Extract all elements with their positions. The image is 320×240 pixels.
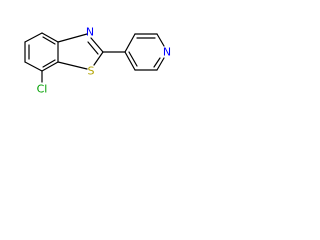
bond-py-c4-c3 xyxy=(124,33,136,53)
double-bond-py-n-c6 xyxy=(153,57,161,68)
double-bond-n3-c2 xyxy=(87,41,99,55)
atom-n-pyridine: N xyxy=(163,46,171,59)
bond-c7-c7a xyxy=(41,61,59,72)
bond-c3a-c4 xyxy=(41,32,59,43)
double-bond-py-c5-c4 xyxy=(128,51,138,67)
pyridine-ring xyxy=(124,33,165,71)
benzene-ring xyxy=(24,32,59,72)
bond-c3a-n3 xyxy=(57,33,88,43)
double-bond-c7-c7a xyxy=(42,59,56,68)
bond-c2-s1 xyxy=(93,51,104,66)
atom-s-thiazole: S xyxy=(88,65,95,78)
bond-n3-c2 xyxy=(90,37,104,53)
bond-s1-c7a xyxy=(57,61,88,70)
bond-py-n-c6 xyxy=(156,57,165,71)
atom-chlorine: Cl xyxy=(37,83,48,96)
double-bond-c3a-c4 xyxy=(42,36,56,45)
molecule-drawing: N S N Cl xyxy=(24,26,171,96)
thiazole-ring xyxy=(57,33,104,70)
structure-canvas: N S N Cl xyxy=(0,0,213,108)
bond-py-c5-c4 xyxy=(124,51,136,71)
bond-c4-c5 xyxy=(24,32,43,43)
bond-py-c2-n xyxy=(156,33,165,47)
atom-n-thiazole: N xyxy=(86,26,94,39)
bond-c6-c7 xyxy=(24,61,43,72)
